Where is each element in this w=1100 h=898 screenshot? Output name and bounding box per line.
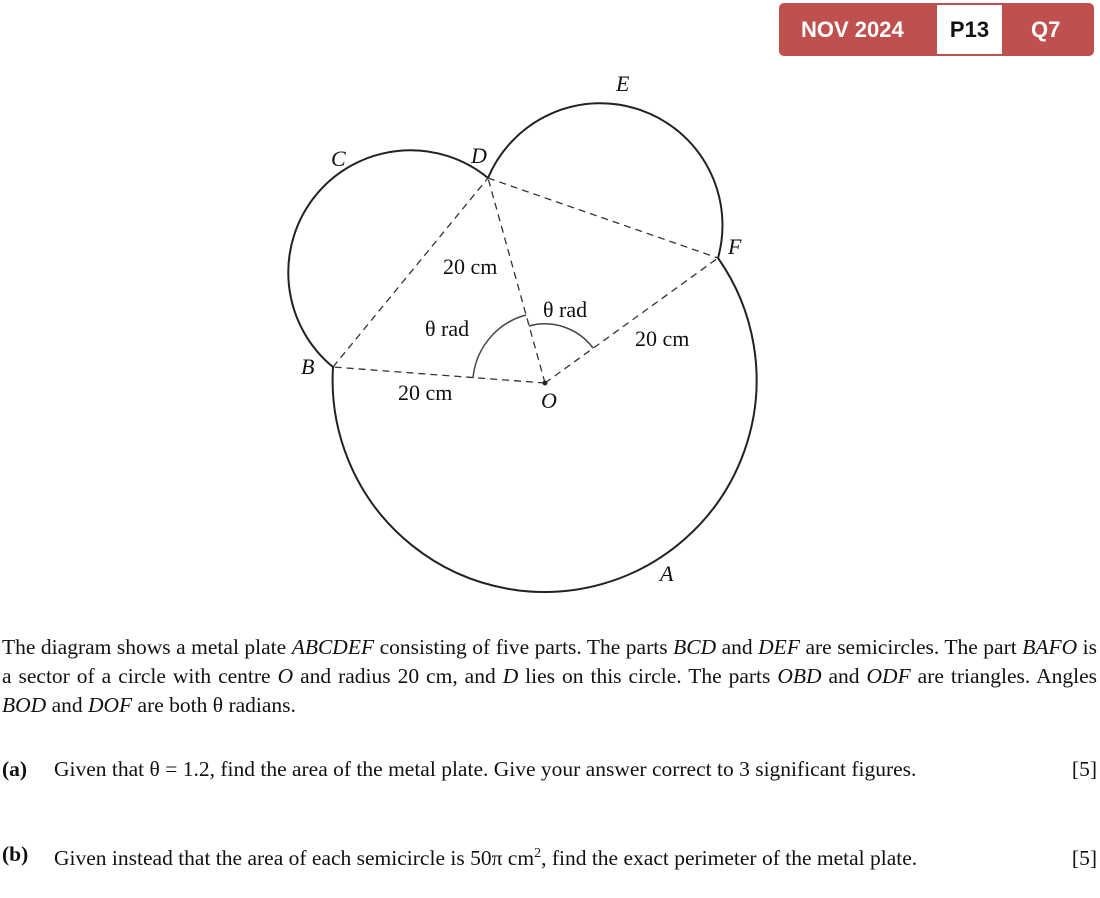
dashed-line-od	[487, 177, 546, 384]
part-a-text: Given that θ = 1.2, find the area of the…	[54, 757, 917, 781]
length-label-ob: 20 cm	[398, 380, 452, 405]
dashed-line-df	[487, 177, 719, 259]
question-intro: The diagram shows a metal plate ABCDEF c…	[2, 635, 1098, 717]
label-f: F	[727, 234, 742, 259]
label-o: O	[541, 388, 557, 413]
part-b: (b) Given instead that the area of each …	[2, 839, 1097, 873]
label-c: C	[331, 146, 346, 171]
paper-label: P13	[937, 5, 1002, 54]
part-a-label: (a)	[2, 757, 28, 781]
semicircle-def	[487, 102, 724, 259]
centre-point	[542, 380, 548, 386]
label-d: D	[470, 143, 487, 168]
part-b-label: (b)	[2, 842, 29, 866]
label-a: A	[658, 561, 674, 586]
label-e: E	[615, 71, 630, 96]
angle-arc-bod	[472, 314, 527, 379]
question-badge: NOV 2024 P13 Q7	[779, 3, 1094, 56]
length-label-od: 20 cm	[443, 254, 497, 279]
part-a-marks: [5]	[1071, 757, 1097, 781]
angle-label-dof: θ rad	[543, 297, 587, 322]
label-b: B	[301, 354, 314, 379]
part-b-text: Given instead that the area of each semi…	[54, 846, 918, 871]
angle-arc-dof	[528, 323, 594, 349]
sector-arc-bafo	[331, 257, 758, 593]
part-a: (a) Given that θ = 1.2, find the area of…	[2, 754, 1097, 784]
semicircle-bcd	[287, 149, 489, 368]
length-label-of: 20 cm	[635, 326, 689, 351]
metal-plate-diagram: E C D F B O A 20 cm 20 cm 20 cm θ rad θ …	[287, 71, 758, 593]
question-label: Q7	[1031, 17, 1061, 42]
part-b-marks: [5]	[1071, 846, 1097, 871]
dashed-line-bd	[332, 177, 489, 368]
session-label: NOV 2024	[801, 17, 904, 42]
angle-label-bod: θ rad	[425, 316, 469, 341]
